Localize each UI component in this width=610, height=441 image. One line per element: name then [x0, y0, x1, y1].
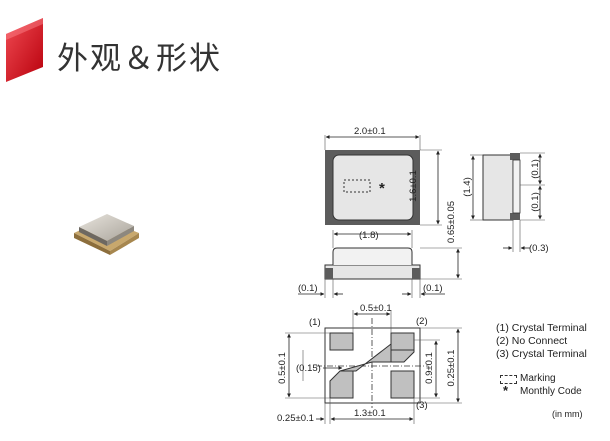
- right-total-dimension: (1.4): [462, 177, 473, 197]
- bottom-width-dimension: 1.3±0.1: [354, 408, 386, 419]
- terminal-1-label: (1): [309, 317, 321, 328]
- bottom-right-height-dimension: 0.25±0.1: [446, 350, 457, 387]
- side-left-step-dimension: (0.1): [298, 283, 318, 294]
- monthly-code-legend-row: * Monthly Code: [500, 383, 582, 398]
- section-marker-icon: [6, 18, 43, 82]
- marking-legend-row: Marking: [500, 372, 582, 385]
- chamfer-dimension: (0.15): [296, 363, 321, 374]
- pad-pitch-dimension: 0.5±0.1: [360, 303, 392, 314]
- bottom-left-offset-dimension: 0.25±0.1: [277, 413, 314, 424]
- legend-item: (3) Crystal Terminal: [496, 348, 587, 360]
- monthly-code-mark: *: [379, 180, 385, 197]
- side-view: (1.8) 0.65±0.05 (0.1) (0.1): [298, 201, 462, 298]
- bottom-inner-height-dimension: 0.9±0.1: [424, 352, 435, 384]
- top-height-dimension: 1.6±0.1: [408, 170, 419, 202]
- top-view: * 2.0±0.1 1.6±0.1: [324, 126, 442, 226]
- bottom-view: (1) (2) (3) 0.5±0.1 0.5±0.1 (0.15) 0.9±0…: [277, 303, 462, 424]
- terminal-3-label: (3): [416, 400, 428, 411]
- marking-box-icon: [500, 375, 517, 384]
- side-length-dimension: (1.8): [359, 230, 379, 241]
- side-right-step-dimension: (0.1): [423, 283, 443, 294]
- units-note: (in mm): [552, 409, 583, 419]
- legend-item: (1) Crystal Terminal: [496, 322, 587, 334]
- terminal-legend: (1) Crystal Terminal (2) No Connect (3) …: [496, 322, 587, 361]
- right-upper-dimension: (0.1): [530, 159, 541, 179]
- terminal-2-label: (2): [416, 316, 428, 327]
- side-right-gap-dimension: (0.3): [529, 243, 549, 254]
- top-width-dimension: 2.0±0.1: [354, 126, 386, 137]
- bottom-left-height-dimension: 0.5±0.1: [277, 352, 288, 384]
- component-photo: [74, 214, 139, 255]
- right-lower-dimension: (0.1): [530, 192, 541, 212]
- page-header: 外观＆形状: [0, 0, 610, 100]
- marking-legend: Marking * Monthly Code: [500, 372, 582, 398]
- legend-item: (2) No Connect: [496, 335, 568, 347]
- marking-label: Marking: [520, 373, 556, 384]
- asterisk-icon: *: [503, 383, 509, 398]
- monthly-code-label: Monthly Code: [520, 386, 582, 397]
- page-title: 外观＆形状: [57, 41, 222, 77]
- side-thickness-dimension: 0.65±0.05: [446, 201, 457, 243]
- right-view: (1.4) (0.1) (0.1) (0.3): [462, 152, 549, 254]
